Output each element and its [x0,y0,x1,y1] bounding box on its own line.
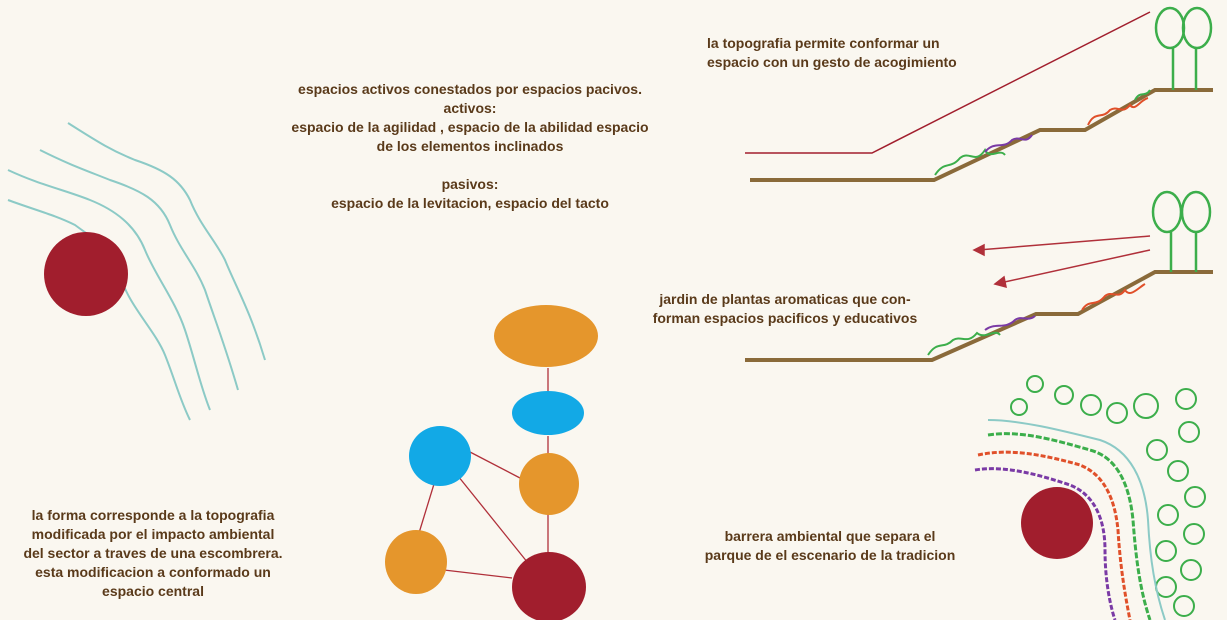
contour-lines [7,122,266,421]
connector-arrow [469,451,521,479]
topography-note: la topografia permite conformar un espac… [707,34,1007,72]
node-orange-bottom [385,530,447,594]
contour-line [7,169,211,411]
garden-line2: forman espacios pacificos y educativos [652,310,918,326]
contour-line [67,122,266,361]
terrain-line [750,88,1213,182]
barrier-line2: parque de el escenario de la tradicion [704,547,956,563]
form-line3: del sector a traves de una escombrera. [23,545,283,561]
barrier-teal [987,419,1166,620]
arrow [977,235,1151,251]
form-line4: esta modificacion a conformado un [35,564,271,580]
spaces-line6: espacio de la levitacion, espacio del ta… [331,195,609,211]
vegetation-scribble-green2 [1134,89,1151,101]
form-note: la forma corresponde a la topografia mod… [8,506,298,601]
central-space-dot [44,232,128,316]
spaces-line4: de los elementos inclinados [376,138,564,154]
barrier-purple [974,467,1117,620]
trees [1151,190,1212,272]
contour-line [39,149,239,391]
connector-arrow [457,475,529,564]
node-blue-left [409,426,471,486]
vegetation-scribble-purple [984,315,1036,331]
spaces-line5: pasivos: [441,176,499,192]
terrain-line [745,270,1213,362]
node-blue-middle [512,391,584,435]
garden-section [745,190,1213,362]
barrier-line1: barrera ambiental que separa el [724,528,936,544]
barrier-note: barrera ambiental que separa el parque d… [680,527,980,565]
garden-line1: jardin de plantas aromaticas que con- [659,291,911,307]
topography-line1: la topografia permite conformar un [707,35,940,51]
vegetation-scribble-green [927,331,1001,356]
tradition-stage-dot [1021,487,1093,559]
topography-section [745,6,1213,182]
form-line5: espacio central [102,583,204,599]
spaces-line3: espacio de la agilidad , espacio de la a… [291,119,649,135]
tree-circles [1010,375,1206,617]
spaces-line2: activos: [443,100,497,116]
form-line1: la forma corresponde a la topografia [31,507,275,523]
connector-arrow [443,569,513,579]
garden-note: jardin de plantas aromaticas que con- fo… [630,290,940,328]
connector-arrow [418,483,435,534]
form-line2: modificada por el impacto ambiental [31,526,275,542]
spaces-line1: espacios activos conestados por espacios… [298,81,642,97]
node-orange-right [519,453,579,515]
vegetation-scribble-purple [984,134,1033,153]
barrier-section [974,375,1206,620]
node-network [385,305,598,620]
node-maroon-bottom [512,552,586,620]
vegetation-scribble-green [934,148,1006,176]
arrow [999,249,1151,284]
red-line [745,11,1151,154]
trees [1154,6,1213,90]
vegetation-scribble-red [1087,97,1149,126]
topography-line2: espacio con un gesto de acogimiento [707,54,957,70]
barrier-green [987,432,1152,620]
vegetation-scribble-red [1081,283,1146,311]
barrier-red [977,450,1132,620]
spaces-note: espacios activos conestados por espacios… [280,80,660,213]
node-orange-top [494,305,598,367]
